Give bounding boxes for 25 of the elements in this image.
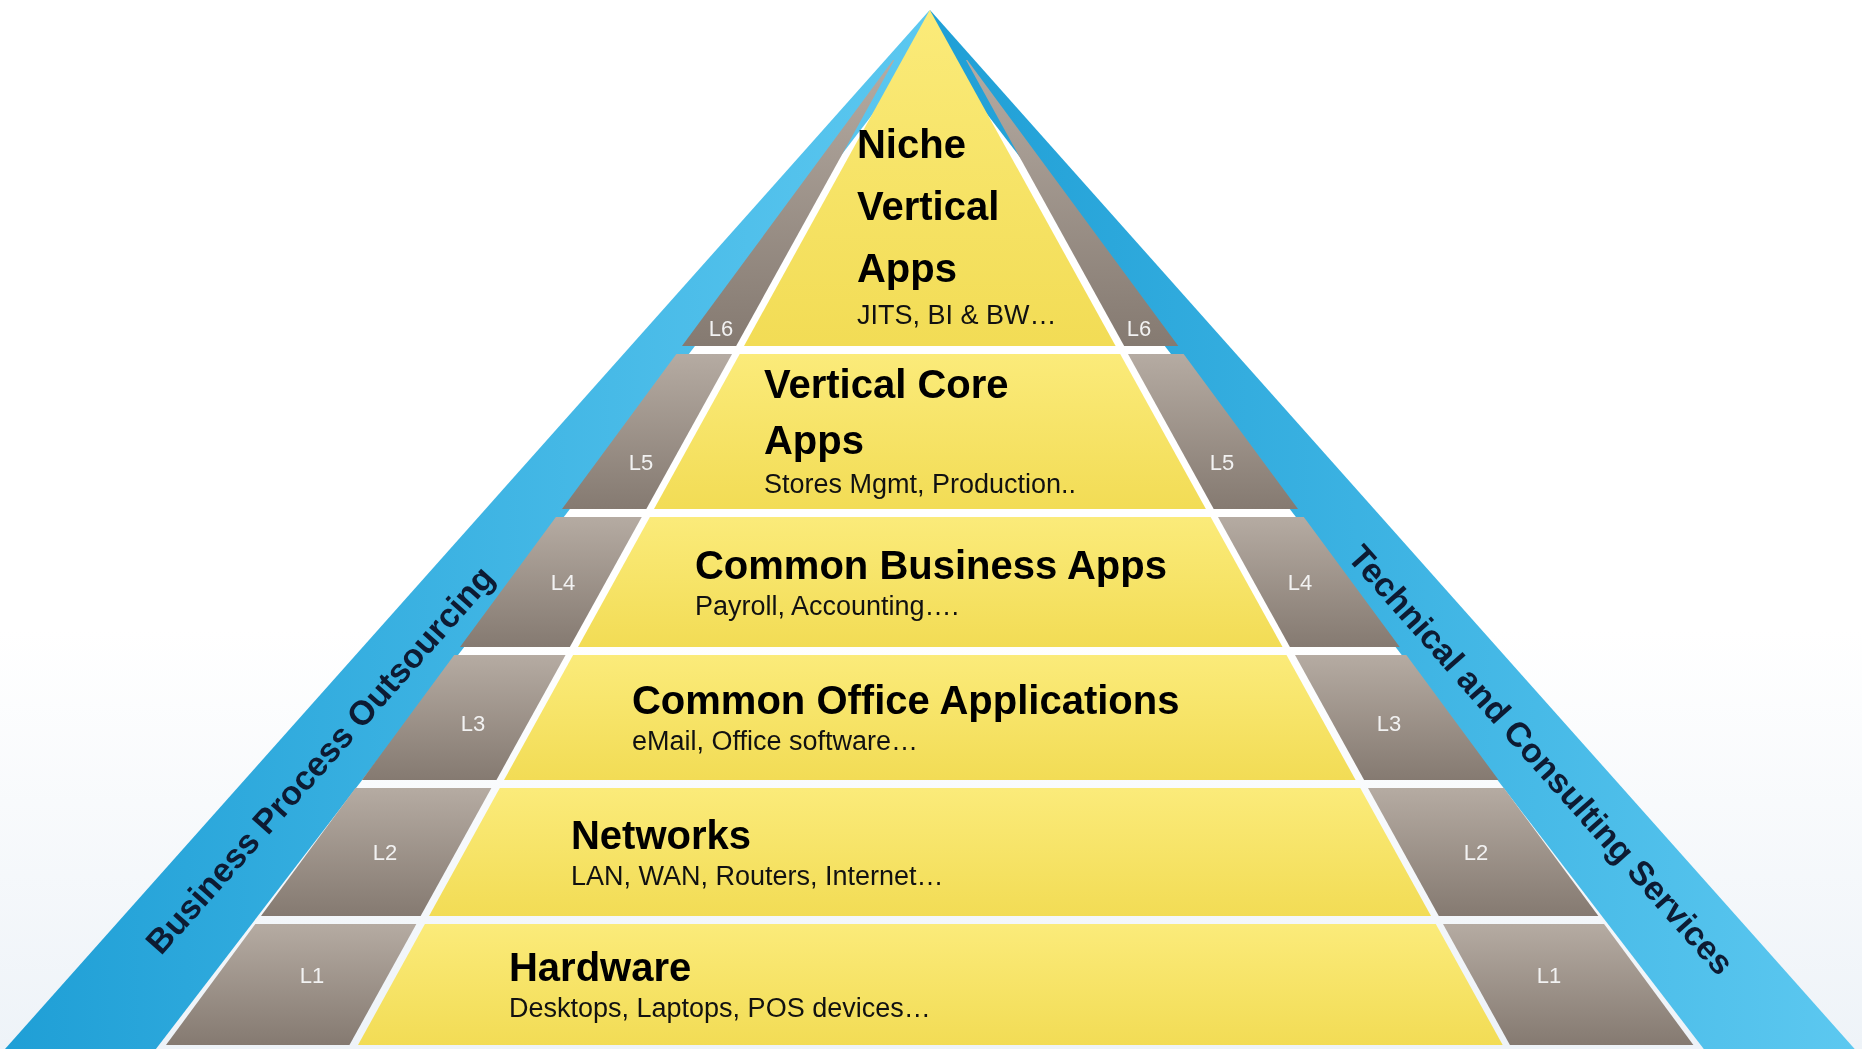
level-number: L3 xyxy=(1376,711,1402,737)
layer-description: JITS, BI & BW… xyxy=(857,299,1057,332)
layer-title: Vertical Core Apps xyxy=(764,361,1010,464)
level-number: L1 xyxy=(1536,963,1562,989)
layer-title: Niche Vertical Apps xyxy=(857,121,1001,292)
layer-description: Desktops, Laptops, POS devices… xyxy=(509,992,931,1025)
layer-description: Stores Mgmt, Production.. xyxy=(764,468,1077,501)
layer-title: Hardware xyxy=(509,944,693,991)
level-number: L2 xyxy=(372,840,398,866)
level-number: L6 xyxy=(708,316,734,342)
layer-description: LAN, WAN, Routers, Internet… xyxy=(571,860,944,893)
layer-description: Payroll, Accounting…. xyxy=(695,590,961,623)
level-number: L4 xyxy=(550,570,576,596)
layer-title: Networks xyxy=(571,812,753,859)
level-number: L1 xyxy=(299,963,325,989)
level-number: L6 xyxy=(1126,316,1152,342)
level-number: L2 xyxy=(1463,840,1489,866)
level-number: L4 xyxy=(1287,570,1313,596)
level-tile xyxy=(561,354,732,509)
level-number: L5 xyxy=(1209,450,1235,476)
layer-description: eMail, Office software… xyxy=(632,725,920,758)
level-tile xyxy=(1128,354,1299,509)
layer-title: Common Business Apps xyxy=(695,542,1167,589)
level-number: L5 xyxy=(628,450,654,476)
layer-title: Common Office Applications xyxy=(632,677,1180,724)
